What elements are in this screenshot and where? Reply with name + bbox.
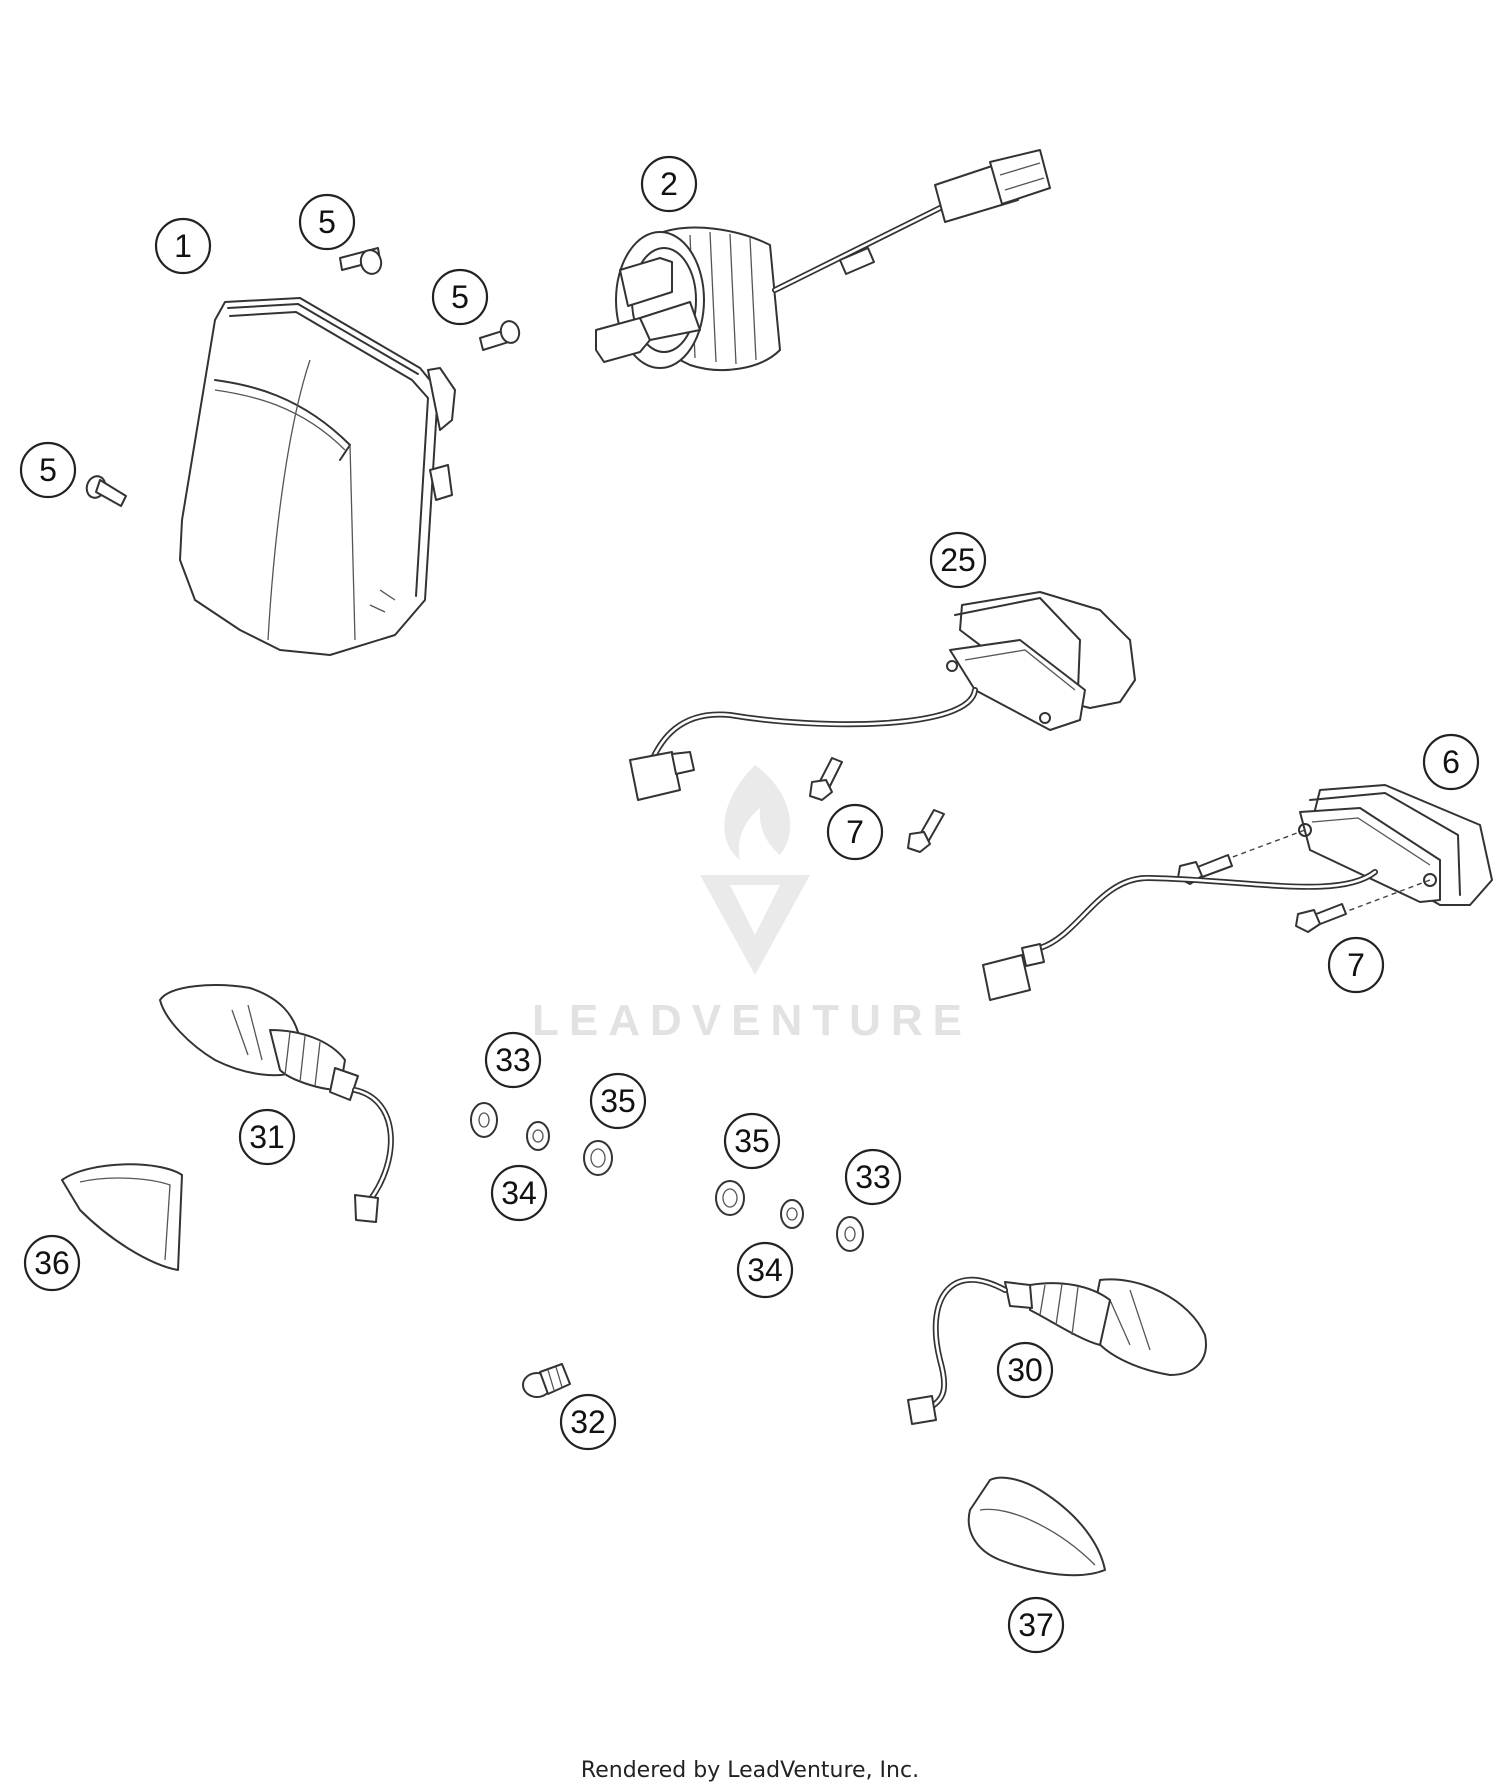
screw-5c [85, 475, 127, 507]
callout-34a: 34 [490, 1164, 548, 1222]
bulb-32 [522, 1363, 571, 1398]
screw-5a [339, 247, 383, 275]
svg-text:1: 1 [174, 228, 192, 264]
callout-25: 25 [929, 531, 987, 589]
lens-36 [61, 1163, 183, 1271]
svg-text:5: 5 [39, 452, 57, 488]
svg-text:7: 7 [846, 814, 864, 850]
headlight-bulb [595, 149, 1051, 371]
lens-37 [967, 1476, 1106, 1577]
svg-text:35: 35 [600, 1083, 636, 1119]
svg-text:6: 6 [1442, 744, 1460, 780]
callout-7a: 7 [826, 803, 884, 861]
headlight-housing [179, 297, 456, 656]
nut-35b [715, 1180, 745, 1216]
callout-30: 30 [996, 1341, 1054, 1399]
callout-36: 36 [23, 1234, 81, 1292]
svg-text:2: 2 [660, 166, 678, 202]
svg-text:33: 33 [855, 1159, 891, 1195]
callout-37: 37 [1007, 1596, 1065, 1654]
indicator-30 [907, 1276, 1207, 1425]
callout-33b: 33 [844, 1148, 902, 1206]
svg-text:35: 35 [734, 1123, 770, 1159]
callout-35b: 35 [723, 1112, 781, 1170]
svg-text:34: 34 [501, 1175, 537, 1211]
callout-7b: 7 [1327, 936, 1385, 994]
callout-5c: 5 [19, 441, 77, 499]
svg-text:31: 31 [249, 1119, 285, 1155]
callout-35a: 35 [589, 1072, 647, 1130]
screw-7a [809, 757, 843, 801]
washer-33a [470, 1102, 498, 1138]
svg-text:5: 5 [318, 204, 336, 240]
svg-text:36: 36 [34, 1245, 70, 1281]
washer-34a [526, 1121, 550, 1151]
indicator-31 [159, 984, 394, 1223]
svg-text:34: 34 [747, 1252, 783, 1288]
tail-light-6 [982, 784, 1493, 1001]
svg-text:33: 33 [495, 1042, 531, 1078]
screw-7b [907, 809, 945, 853]
svg-text:37: 37 [1018, 1607, 1054, 1643]
callout-5b: 5 [431, 268, 489, 326]
callout-33a: 33 [484, 1031, 542, 1089]
callout-31: 31 [238, 1108, 296, 1166]
svg-text:32: 32 [570, 1404, 606, 1440]
footer-credit: Rendered by LeadVenture, Inc. [580, 1758, 920, 1783]
nut-35a [583, 1140, 613, 1176]
callout-32: 32 [559, 1393, 617, 1451]
washer-33b [836, 1216, 864, 1252]
svg-text:5: 5 [451, 279, 469, 315]
callout-34b: 34 [736, 1241, 794, 1299]
screw-5b [479, 320, 521, 351]
svg-text:30: 30 [1007, 1352, 1043, 1388]
callout-6: 6 [1422, 733, 1480, 791]
svg-text:25: 25 [940, 542, 976, 578]
svg-text:7: 7 [1347, 947, 1365, 983]
rear-light-25 [629, 591, 1136, 801]
callout-5a: 5 [298, 193, 356, 251]
callout-1: 1 [154, 217, 212, 275]
callout-2: 2 [640, 155, 698, 213]
washer-34b [780, 1199, 804, 1229]
watermark-text: LEADVENTURE [532, 996, 972, 1045]
watermark-logo: LEADVENTURE [532, 765, 972, 1045]
